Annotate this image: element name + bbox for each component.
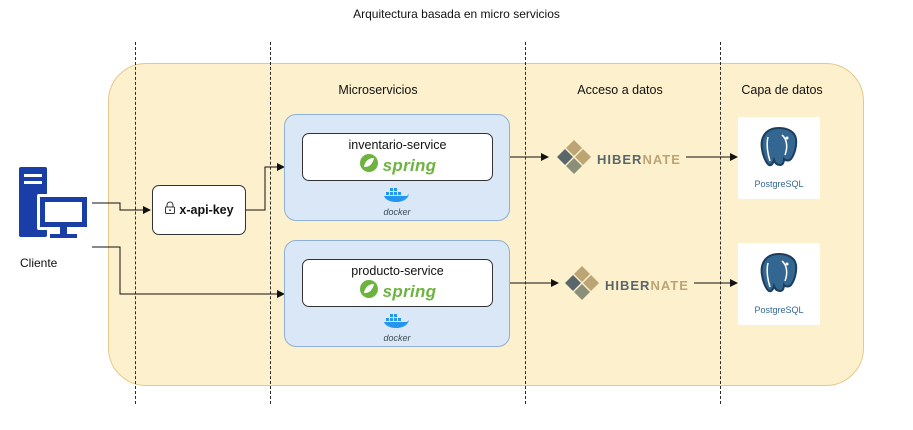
postgresql-logo: PostgreSQL [738, 117, 820, 199]
divider-line [720, 42, 721, 404]
spring-wordmark: spring [382, 155, 437, 175]
hibernate-icon [557, 139, 591, 180]
docker-logo: docker [377, 186, 417, 217]
postgresql-wordmark: PostgreSQL [754, 305, 804, 315]
gateway-to-inventario-arrow [246, 163, 285, 211]
api-key-gateway: x-api-key [152, 185, 246, 235]
lock-icon [164, 201, 176, 219]
docker-logo: docker [377, 312, 417, 343]
api-key-label: x-api-key [179, 203, 234, 217]
client-to-producto-arrow [92, 246, 285, 298]
spring-logo: spring [303, 279, 492, 304]
hibernate-logo: HIBERNATE [565, 265, 689, 306]
service-card: inventario-service spring [302, 133, 493, 181]
hibernate-wordmark: HIBERNATE [605, 278, 689, 293]
spring-leaf-icon [359, 153, 379, 178]
column-label-capa-datos: Capa de datos [741, 83, 823, 97]
diagram-title: Arquitectura basada en micro servicios [353, 7, 560, 21]
column-label-acceso-datos: Acceso a datos [577, 83, 663, 97]
hibernate-wordmark: HIBERNATE [597, 152, 681, 167]
divider-line [525, 42, 526, 404]
client-label: Cliente [20, 256, 58, 270]
client-to-gateway-arrow [92, 202, 151, 214]
docker-whale-icon [384, 314, 409, 328]
postgres-elephant-icon [754, 252, 804, 305]
service-card: producto-service spring [302, 259, 493, 307]
docker-wordmark: docker [383, 207, 411, 217]
postgresql-wordmark: PostgreSQL [754, 179, 804, 189]
postgres-elephant-icon [754, 126, 804, 179]
spring-wordmark: spring [382, 281, 437, 301]
hibernate-logo: HIBERNATE [557, 139, 681, 180]
service-name: inventario-service [348, 138, 447, 152]
hibernate-icon [565, 265, 599, 306]
spring-leaf-icon [359, 279, 379, 304]
column-label-microservicios: Microservicios [338, 83, 418, 97]
spring-logo: spring [303, 153, 492, 178]
divider-line [135, 42, 136, 404]
desktop-computer-icon [17, 167, 92, 245]
service-name: producto-service [351, 264, 444, 278]
postgresql-logo: PostgreSQL [738, 243, 820, 325]
divider-line [270, 42, 271, 404]
docker-whale-icon [384, 188, 409, 202]
docker-wordmark: docker [383, 333, 411, 343]
